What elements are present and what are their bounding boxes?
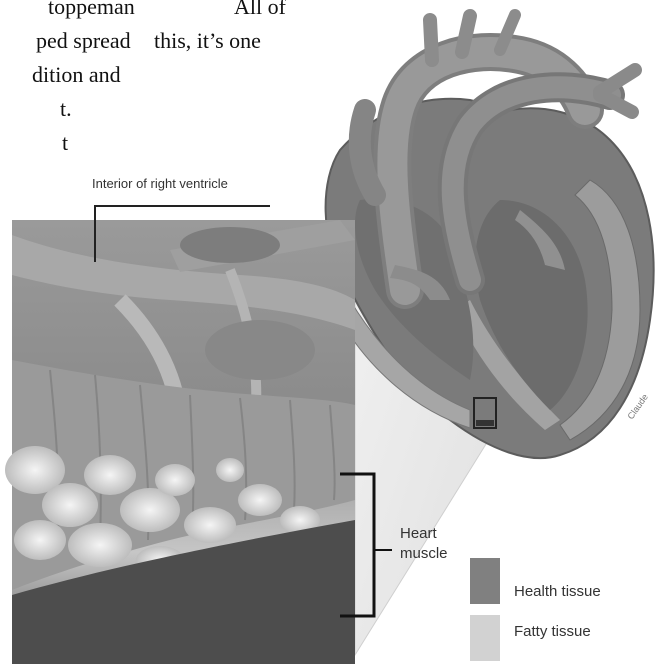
heart-muscle-label-2: muscle: [400, 544, 448, 564]
legend-fatty-label: Fatty tissue: [514, 622, 591, 642]
legend-swatch-fatty: [470, 615, 500, 661]
legend-swatch-healthy: [470, 558, 500, 604]
magnified-panel: [5, 220, 355, 664]
interior-label: Interior of right ventricle: [92, 174, 228, 194]
legend-healthy-label: Health tissue: [514, 582, 601, 602]
artist-signature: Claude: [625, 392, 650, 421]
aorta-branch-1: [430, 20, 432, 60]
heart-muscle-label-1: Heart: [400, 524, 437, 544]
aorta-branch-2: [462, 16, 470, 52]
